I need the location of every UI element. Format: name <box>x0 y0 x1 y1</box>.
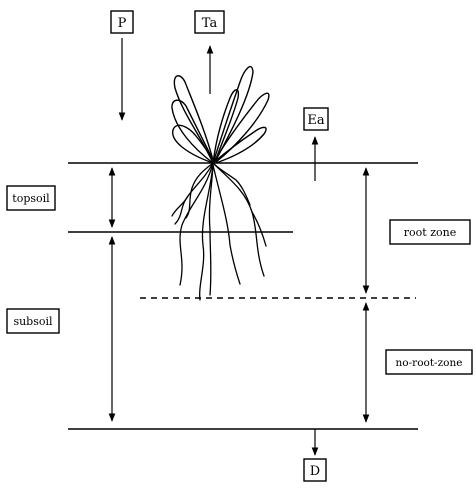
evaporation-label-box: Ea <box>303 107 329 131</box>
subsoil-label-box: subsoil <box>6 308 60 334</box>
transpiration-label-box: Ta <box>194 10 225 34</box>
transpiration-label: Ta <box>202 16 218 31</box>
topsoil-label-box: topsoil <box>6 185 56 211</box>
root-zone-label-box: root zone <box>389 219 471 245</box>
root-zone-label: root zone <box>404 226 456 239</box>
no-root-zone-label-box: no-root-zone <box>385 349 473 375</box>
plant-roots <box>171 162 267 301</box>
evaporation-label: Ea <box>307 113 324 128</box>
precipitation-label: P <box>118 16 127 31</box>
plant-leaves <box>171 66 270 164</box>
subsoil-label: subsoil <box>13 315 53 328</box>
drainage-label-box: D <box>303 458 327 482</box>
no-root-zone-label: no-root-zone <box>396 357 463 369</box>
topsoil-label: topsoil <box>12 192 50 205</box>
precipitation-label-box: P <box>110 10 134 34</box>
drainage-label: D <box>310 464 320 479</box>
